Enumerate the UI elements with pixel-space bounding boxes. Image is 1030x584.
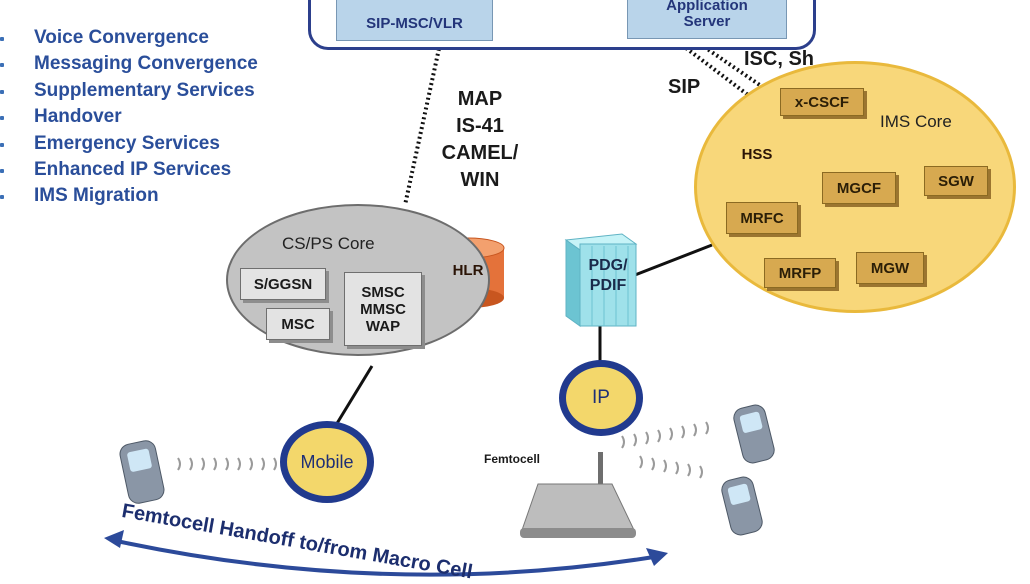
- pdg-line1: PDG/: [588, 257, 628, 274]
- pdg-server-icon: [564, 233, 638, 327]
- cs-ps-core-title: CS/PS Core: [282, 234, 375, 253]
- isc-sh-label: ISC, Sh: [744, 48, 815, 70]
- protocol-line: IS-41: [456, 115, 504, 137]
- pdg-ims-link: [634, 243, 713, 277]
- stack-line: WAP: [365, 317, 401, 335]
- mgw-node: MGW: [856, 252, 924, 284]
- app-server-line1: Application: [666, 0, 748, 14]
- feature-label: Supplementary Services: [34, 79, 255, 101]
- top-server-box: SIP-MSC/VLR Application Server: [308, 0, 816, 50]
- pdg-pdif-label: PDG/ PDIF: [580, 256, 636, 296]
- feature-label: Voice Convergence: [34, 27, 209, 48]
- ip-node: IP: [559, 360, 643, 436]
- bullet-icon: [0, 63, 4, 68]
- bullet-icon: [0, 168, 4, 173]
- hlr-label: HLR: [452, 262, 484, 279]
- femtocell-label: Femtocell: [484, 452, 541, 466]
- feature-list: Voice Convergence Messaging Convergence …: [0, 26, 258, 211]
- x-cscf-node: x-CSCF: [780, 88, 864, 116]
- mgcf-node: MGCF: [822, 172, 896, 204]
- core-mobile-link: [334, 365, 374, 426]
- pdg-line2: PDIF: [589, 277, 627, 294]
- feature-item: Supplementary Services: [0, 79, 258, 105]
- feature-label: Enhanced IP Services: [34, 158, 232, 180]
- bullet-icon: [0, 37, 4, 41]
- isc-link-line: [698, 42, 772, 94]
- mrfp-node: MRFP: [764, 258, 836, 288]
- protocol-line: CAMEL/: [441, 142, 519, 164]
- phone-right-top-icon: [733, 404, 775, 464]
- mrfc-node: MRFC: [726, 202, 798, 234]
- sgw-node: SGW: [924, 166, 988, 196]
- femto-radio-waves-lower: [639, 455, 703, 479]
- mobile-node: Mobile: [280, 421, 374, 503]
- smsc-mmsc-wap-node: SMSC MMSC WAP: [344, 272, 422, 346]
- app-server-line2: Server: [683, 13, 731, 30]
- handoff-arc-arrow: [111, 538, 661, 577]
- stack-line: SMSC: [361, 283, 405, 301]
- bullet-icon: [0, 116, 4, 121]
- application-server-panel: Application Server: [627, 0, 787, 39]
- feature-label: IMS Migration: [34, 185, 159, 207]
- feature-item: Voice Convergence: [0, 26, 258, 52]
- phone-right-bottom-icon: [721, 476, 763, 536]
- sip-msc-vlr-panel: SIP-MSC/VLR: [336, 0, 493, 41]
- handoff-arrow-right-head: [646, 548, 668, 566]
- protocol-line: MAP: [457, 88, 503, 110]
- feature-item: Messaging Convergence: [0, 52, 258, 78]
- mobile-radio-waves: [177, 457, 277, 471]
- stack-line: MMSC: [360, 300, 406, 318]
- sip-label: SIP: [668, 76, 701, 98]
- map-protocol-label: MAP IS-41 CAMEL/ WIN: [428, 86, 532, 194]
- feature-item: IMS Migration: [0, 184, 258, 210]
- hss-label: HSS: [741, 146, 773, 163]
- msc-node: MSC: [266, 308, 330, 340]
- phone-left-icon: [119, 440, 165, 504]
- feature-label: Messaging Convergence: [34, 53, 258, 75]
- femtocell-router-icon: [520, 452, 636, 538]
- bullet-icon: [0, 142, 4, 147]
- bullet-icon: [0, 195, 4, 200]
- femto-radio-waves-upper: [621, 421, 709, 449]
- ims-core-title: IMS Core: [880, 112, 952, 131]
- feature-item: Enhanced IP Services: [0, 158, 258, 184]
- feature-label: Handover: [34, 106, 122, 128]
- sip-msc-vlr-label: SIP-MSC/VLR: [366, 15, 463, 32]
- s-ggsn-node: S/GGSN: [240, 268, 326, 300]
- bullet-icon: [0, 89, 4, 94]
- feature-item: Handover: [0, 105, 258, 131]
- feature-label: Emergency Services: [34, 132, 220, 154]
- feature-item: Emergency Services: [0, 132, 258, 158]
- protocol-line: WIN: [460, 169, 500, 191]
- handoff-arrow-left-head: [104, 530, 124, 548]
